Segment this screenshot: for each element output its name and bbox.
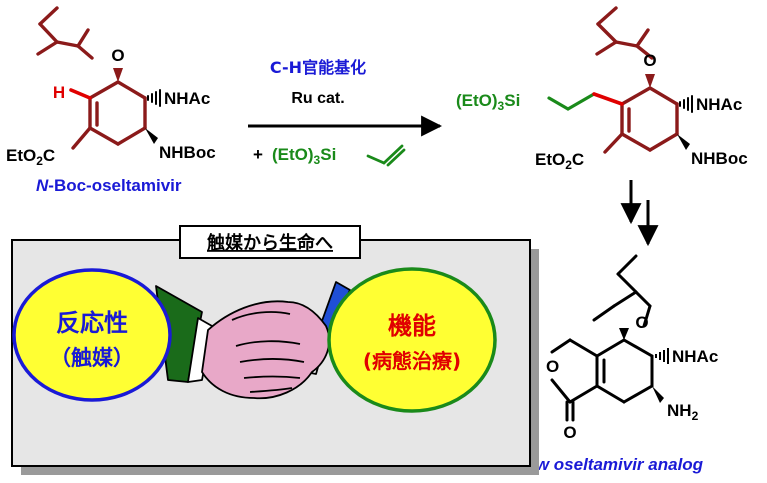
start-ch-bond <box>69 88 92 100</box>
product-wedge-o <box>645 74 655 88</box>
double-down-arrow <box>620 180 659 247</box>
start-material-structure <box>36 6 161 150</box>
start-ester-label: EtO2C <box>6 146 55 168</box>
start-hash-nhac <box>147 89 161 107</box>
function-line2: (病態治療) <box>363 349 461 373</box>
product-si-prefix: (EtO) <box>456 91 498 110</box>
concept-title-box <box>179 225 361 259</box>
start-ester-suffix: C <box>43 146 55 165</box>
product-ester-label: EtO2C <box>535 150 584 172</box>
analog-nh2-sub: 2 <box>692 409 699 423</box>
product-ester-suffix: C <box>572 150 584 169</box>
start-nhboc-label: NHBoc <box>159 143 216 162</box>
start-material-bonds <box>36 6 147 150</box>
product-bonds <box>595 6 679 154</box>
product-ester-prefix: EtO <box>535 150 565 169</box>
start-material-name: N-Boc-oseltamivir <box>36 176 182 195</box>
reagent-suffix: Si <box>320 145 336 164</box>
reagent-label: (EtO)3Si <box>272 145 336 167</box>
concept-title: 触媒から生命へ <box>207 232 333 254</box>
product-o-label: O <box>643 51 656 70</box>
analog-structure <box>550 254 654 422</box>
product-structure <box>547 6 693 154</box>
analog-carbonyl-o-label: O <box>563 423 576 442</box>
catalyst-name: C-H官能基化 <box>270 58 366 77</box>
start-name-prefix: N <box>36 176 49 195</box>
start-wedge-nhboc <box>145 128 158 144</box>
reagent-plus: + <box>253 145 263 164</box>
catalyst-label: Ru cat. <box>291 90 344 107</box>
function-line1: 機能 <box>388 312 436 340</box>
start-ester-sub: 2 <box>36 154 43 168</box>
start-wedge-o <box>113 68 123 82</box>
product-si-sub: 3 <box>498 99 505 113</box>
start-ester-prefix: EtO <box>6 146 36 165</box>
start-o-label: O <box>111 46 124 65</box>
start-name-suffix: -Boc-oseltamivir <box>48 176 182 195</box>
analog-nh2-prefix: NH <box>667 401 692 420</box>
reactivity-line2: （触媒） <box>50 346 134 370</box>
product-hash-nhac <box>679 95 693 113</box>
vinyl-group <box>366 144 406 167</box>
product-new-cc-bond <box>592 92 624 106</box>
function-circle <box>327 267 497 413</box>
product-wedge-nhboc <box>677 134 690 150</box>
product-nhboc-label: NHBoc <box>691 149 748 168</box>
analog-nhac-label: NHAc <box>672 347 718 366</box>
product-si-label: (EtO)3Si <box>456 91 520 113</box>
start-h-label: H <box>53 83 65 102</box>
analog-wedge-o <box>619 328 629 340</box>
analog-nh2-label: NH2 <box>667 401 699 423</box>
analog-wedge-nh2 <box>652 386 664 403</box>
product-si-suffix: Si <box>504 91 520 110</box>
start-nhac-label: NHAc <box>164 89 210 108</box>
analog-name: new oseltamivir analog <box>516 455 704 474</box>
handshake-illustration <box>155 281 351 400</box>
reagent-sub: 3 <box>314 153 321 167</box>
handshake-hands <box>201 300 331 400</box>
product-nhac-label: NHAc <box>696 95 742 114</box>
analog-ring-o-label: O <box>546 357 559 376</box>
analog-hash-nhac <box>655 348 669 364</box>
reactivity-line1: 反応性 <box>56 309 128 337</box>
reagent-prefix: (EtO) <box>272 145 314 164</box>
product-ester-sub: 2 <box>565 158 572 172</box>
product-silylethyl <box>547 92 596 111</box>
reactivity-circle <box>12 268 172 402</box>
analog-ether-o-label: O <box>635 313 648 332</box>
